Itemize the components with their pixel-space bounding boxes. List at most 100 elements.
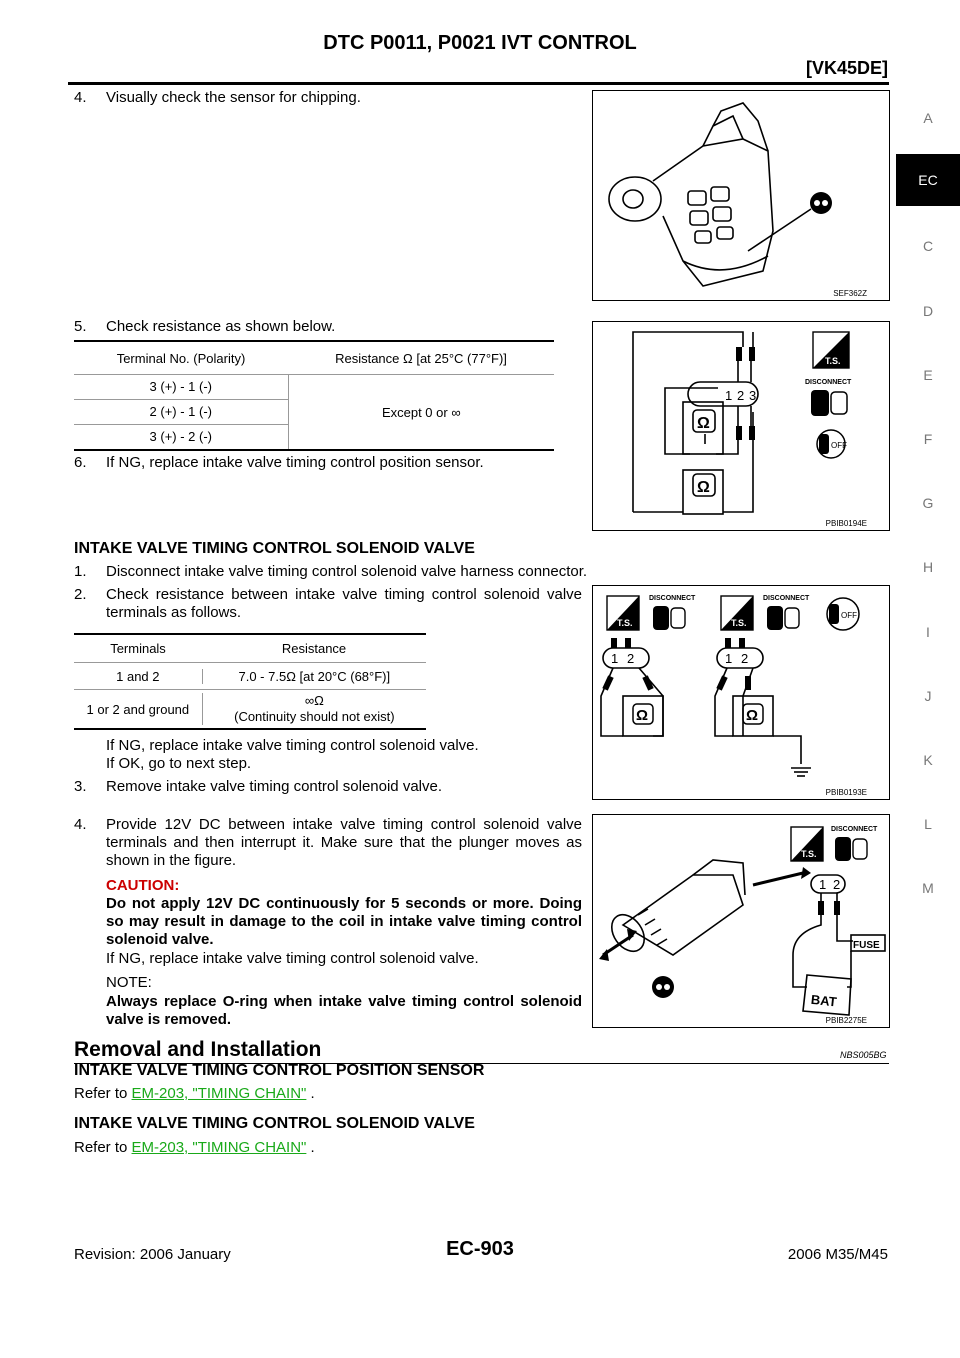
- tab-k[interactable]: K: [923, 752, 933, 768]
- tab-e[interactable]: E: [923, 367, 933, 383]
- sensor-drawing: [608, 102, 832, 287]
- solenoid-resistance-figure: T.S. DISCONNECT T.S. DISCONNECT OFF: [592, 585, 890, 800]
- timing-chain-link[interactable]: EM-203, "TIMING CHAIN": [131, 1085, 307, 1102]
- ignition-key-icon: OFF: [816, 429, 847, 459]
- table-header: Terminals: [110, 641, 166, 656]
- step-text: Check resistance between intake valve ti…: [106, 586, 582, 621]
- table-cell: Except 0 or ∞: [287, 375, 554, 449]
- step-number: 6.: [74, 454, 87, 471]
- header-rule: [68, 82, 889, 85]
- svg-text:T.S.: T.S.: [801, 849, 817, 859]
- step-text: If NG, replace intake valve timing contr…: [106, 454, 484, 471]
- step-number: 5.: [74, 318, 87, 335]
- engine-code: [VK45DE]: [805, 58, 888, 78]
- pin-label-2: 2: [737, 388, 744, 403]
- svg-text:T.S.: T.S.: [617, 618, 633, 628]
- tab-j[interactable]: J: [924, 688, 932, 704]
- step-text: Visually check the sensor for chipping.: [106, 89, 361, 106]
- tab-h[interactable]: H: [922, 559, 934, 575]
- tab-i[interactable]: I: [926, 624, 930, 640]
- pin-label-1: 1: [819, 877, 826, 892]
- tab-a[interactable]: A: [923, 110, 933, 126]
- pin-label-1: 1: [725, 388, 732, 403]
- step-number: 2.: [74, 586, 87, 603]
- solenoid-ng-1: If NG, replace intake valve timing contr…: [106, 737, 479, 754]
- solenoid-test-diagram: T.S. DISCONNECT 1 2 FUSE BAT: [599, 826, 886, 1016]
- table-cell: 7.0 - 7.5Ω [at 20°C (68°F)]: [201, 668, 426, 684]
- svg-text:OFF: OFF: [831, 441, 847, 450]
- section-code: NBS005BG: [840, 1050, 887, 1060]
- table-row: 1 and 2 7.0 - 7.5Ω [at 20°C (68°F)]: [74, 663, 426, 690]
- timing-chain-link[interactable]: EM-203, "TIMING CHAIN": [131, 1139, 307, 1156]
- caution-text: Do not apply 12V DC continuously for 5 s…: [106, 895, 582, 948]
- connector-icon: [811, 390, 848, 416]
- fuse-label: FUSE: [853, 940, 880, 951]
- disconnect-label: DISCONNECT: [831, 826, 878, 833]
- table-cell: (Continuity should not exist): [234, 709, 395, 724]
- tab-m[interactable]: M: [922, 880, 934, 896]
- table-header: Resistance: [281, 641, 347, 656]
- ohm-symbol: Ω: [746, 707, 758, 724]
- ignition-key-icon: OFF: [826, 597, 860, 631]
- table-row: 1 or 2 and ground ∞Ω (Continuity should …: [74, 690, 426, 728]
- pin-label-1: 1: [725, 651, 732, 666]
- tab-ec[interactable]: EC: [896, 154, 960, 206]
- ts-icon: T.S.: [790, 826, 824, 862]
- resistance-table-2: Terminals Resistance 1 and 2 7.0 - 7.5Ω …: [74, 633, 426, 730]
- pin-label-3: 3: [749, 388, 756, 403]
- ts-icon: T.S.: [812, 331, 850, 369]
- figure-id: PBIB0193E: [825, 788, 867, 797]
- tab-c[interactable]: C: [922, 238, 934, 254]
- disconnect-label: DISCONNECT: [763, 595, 810, 602]
- pin-label-2: 2: [627, 651, 634, 666]
- refer-line-1: Refer to EM-203, "TIMING CHAIN" .: [74, 1085, 315, 1103]
- svg-text:T.S.: T.S.: [731, 618, 747, 628]
- step-number: 1.: [74, 563, 87, 580]
- resistance-wiring-diagram: 1 2 3 Ω Ω T.S. DISCONNECT OFF: [632, 331, 852, 515]
- table-cell: ∞Ω: [304, 693, 324, 708]
- ts-icon: T.S.: [606, 595, 640, 631]
- tab-l[interactable]: L: [924, 816, 932, 832]
- tab-g[interactable]: G: [922, 495, 934, 511]
- pin-label-2: 2: [741, 651, 748, 666]
- tab-f[interactable]: F: [923, 431, 933, 447]
- page-title: DTC P0011, P0021 IVT CONTROL: [323, 32, 637, 54]
- table-cell: 3 (+) - 1 (-): [74, 375, 288, 400]
- step-text: Remove intake valve timing control solen…: [106, 778, 442, 795]
- step-number: 4.: [74, 89, 87, 106]
- solenoid-step-2: 2. Check resistance between intake valve…: [74, 586, 582, 626]
- refer-prefix: Refer to: [74, 1139, 132, 1156]
- pin-label-1: 1: [611, 651, 618, 666]
- battery-label: BAT: [810, 992, 837, 1010]
- removal-sub-2: INTAKE VALVE TIMING CONTROL SOLENOID VAL…: [74, 1115, 475, 1132]
- section-rule: [74, 1063, 889, 1064]
- ohm-symbol: Ω: [697, 415, 710, 432]
- removal-sub-1: INTAKE VALVE TIMING CONTROL POSITION SEN…: [74, 1062, 485, 1079]
- removal-title: Removal and Installation: [74, 1038, 322, 1061]
- note-label: NOTE:: [106, 974, 152, 991]
- table-header: Resistance Ω [at 25°C (77°F)]: [335, 350, 507, 366]
- refer-line-2: Refer to EM-203, "TIMING CHAIN" .: [74, 1139, 315, 1157]
- disconnect-label: DISCONNECT: [805, 379, 852, 386]
- pin-label-2: 2: [833, 877, 840, 892]
- solenoid-step-4: 4. Provide 12V DC between intake valve t…: [74, 816, 582, 872]
- refer-prefix: Refer to: [74, 1085, 132, 1102]
- table-cell: 1 or 2 and ground: [86, 701, 190, 717]
- footer-revision: Revision: 2006 January: [74, 1246, 231, 1263]
- step-text: Check resistance as shown below.: [106, 318, 336, 335]
- disconnect-label: DISCONNECT: [649, 595, 696, 602]
- footer-model: 2006 M35/M45: [787, 1246, 888, 1263]
- step-text: Provide 12V DC between intake valve timi…: [106, 816, 582, 869]
- resistance-table-1: Terminal No. (Polarity) Resistance Ω [at…: [74, 340, 554, 451]
- solenoid-heading: INTAKE VALVE TIMING CONTROL SOLENOID VAL…: [74, 540, 475, 557]
- page-number: EC-903: [446, 1238, 514, 1260]
- tab-d[interactable]: D: [922, 303, 934, 319]
- table-cell: 1 and 2: [116, 668, 160, 684]
- solenoid-ng-2: If NG, replace intake valve timing contr…: [106, 950, 479, 967]
- ohm-symbol: Ω: [697, 479, 710, 496]
- table-cell: 2 (+) - 1 (-): [74, 400, 288, 425]
- table-header: Terminal No. (Polarity): [116, 350, 246, 366]
- table-cell: 3 (+) - 2 (-): [149, 429, 213, 444]
- ts-icon: T.S.: [720, 595, 754, 631]
- sensor-figure: SEF362Z: [592, 90, 890, 301]
